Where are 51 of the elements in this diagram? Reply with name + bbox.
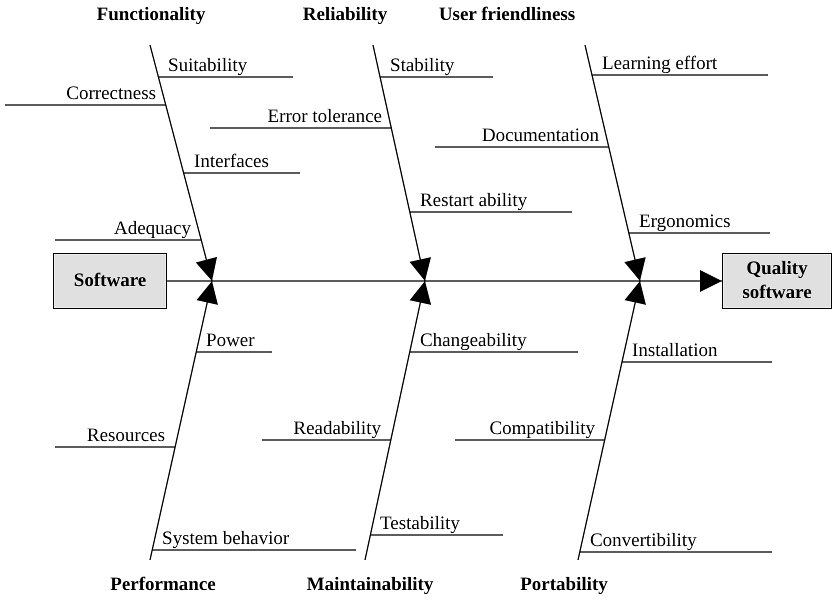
arrow [584,44,646,282]
cause-label: Correctness [5,83,166,105]
arrow [372,44,431,282]
category-heading: Functionality [61,4,241,30]
cause-label: Adequacy [55,218,201,240]
cause-label: System behavior [152,528,356,550]
cause-label: Installation [622,340,772,362]
branch-line [5,104,166,106]
branch-line [184,172,300,174]
branch-line [410,351,578,353]
branch-line [580,551,772,553]
cause-label: Ergonomics [629,211,770,233]
branch-line [210,127,392,129]
cause-label: Suitability [158,55,293,77]
category-heading: Performance [73,574,253,600]
branch-line [629,232,770,234]
branch-line [370,534,503,536]
cause-label: Testability [370,513,503,535]
branch-line [592,74,768,76]
cause-label: Error tolerance [210,106,392,128]
arrow [149,44,218,282]
cause-label: Changeability [410,330,578,352]
cause-label: Convertibility [580,530,772,552]
cause-label: Readability [262,418,391,440]
process-box: Quality software [722,253,832,309]
branch-line [380,76,493,78]
cause-label: Documentation [435,125,609,147]
branch-line [152,549,356,551]
cause-label: Learning effort [592,53,768,75]
branch-line [55,446,175,448]
cause-label: Interfaces [184,151,300,173]
arrow [577,280,646,560]
arrow [364,280,432,560]
branch-line [622,361,772,363]
branch-line [435,146,609,148]
arrow [149,280,218,560]
cause-label: Restart ability [410,190,572,212]
process-box: Software [53,253,167,309]
branch-line [455,439,605,441]
branch-line [196,351,272,353]
category-heading: Maintainability [280,574,460,600]
cause-label: Stability [380,55,493,77]
cause-label: Compatibility [455,418,605,440]
branch-line [55,239,201,241]
cause-label: Resources [55,425,175,447]
cause-label: Power [196,330,272,352]
branch-line [158,76,293,78]
branch-line [262,439,391,441]
arrow [167,270,722,292]
branch-line [410,211,572,213]
category-heading: Portability [474,574,654,600]
